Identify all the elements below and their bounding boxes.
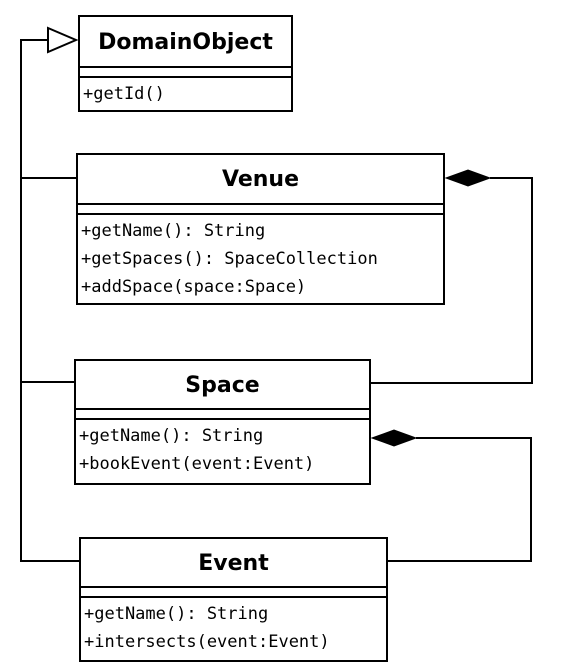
class-name: Venue — [78, 155, 443, 205]
method-item: +bookEvent(event:Event) — [79, 454, 315, 474]
attributes-compartment — [80, 68, 291, 78]
methods-compartment: +getName(): String +intersects(event:Eve… — [81, 598, 386, 656]
attributes-compartment — [81, 588, 386, 598]
class-box-domain-object: DomainObject +getId() — [78, 15, 293, 112]
method-item: +getName(): String — [81, 221, 266, 241]
composition-diamond-icon-space — [370, 429, 418, 447]
method-item: +addSpace(space:Space) — [81, 277, 307, 297]
class-box-event: Event +getName(): String +intersects(eve… — [79, 537, 388, 662]
inheritance-trunk-line — [20, 39, 79, 562]
composition-diamond-icon-venue — [444, 169, 492, 187]
methods-compartment: +getName(): String +bookEvent(event:Even… — [76, 420, 369, 478]
method-item: +getId() — [83, 84, 165, 104]
composition-line-space-event — [387, 437, 532, 562]
composition-line-venue-space — [370, 177, 533, 384]
class-box-venue: Venue +getName(): String +getSpaces(): S… — [76, 153, 445, 305]
method-item: +intersects(event:Event) — [84, 632, 330, 652]
class-box-space: Space +getName(): String +bookEvent(even… — [74, 359, 371, 485]
class-name: Space — [76, 361, 369, 410]
class-name: DomainObject — [80, 17, 291, 68]
method-item: +getName(): String — [84, 604, 269, 624]
attributes-compartment — [78, 205, 443, 215]
method-item: +getName(): String — [79, 426, 264, 446]
attributes-compartment — [76, 410, 369, 420]
generalization-arrowhead-icon — [47, 26, 79, 54]
methods-compartment: +getName(): String +getSpaces(): SpaceCo… — [78, 215, 443, 301]
method-item: +getSpaces(): SpaceCollection — [81, 249, 378, 269]
methods-compartment: +getId() — [80, 78, 291, 108]
class-name: Event — [81, 539, 386, 588]
